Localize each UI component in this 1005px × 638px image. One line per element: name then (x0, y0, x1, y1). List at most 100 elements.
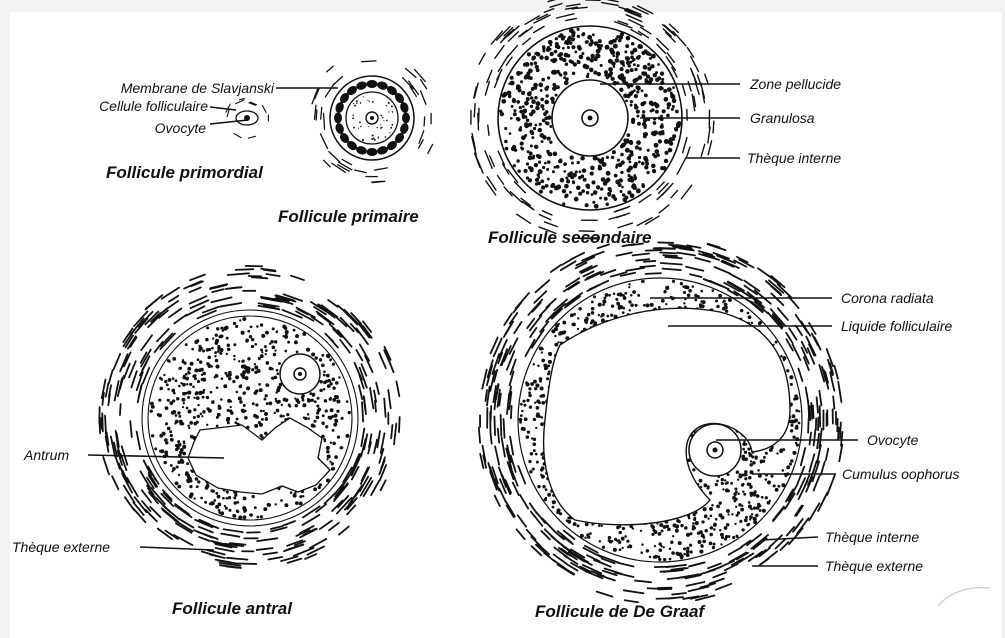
granulosa-dot (678, 541, 682, 545)
granulosa-dot (150, 402, 154, 406)
granulosa-dot (611, 540, 613, 542)
theca-dash (672, 593, 686, 595)
granulosa-dot (670, 540, 673, 543)
theca-dash (190, 275, 205, 281)
theca-dash (498, 176, 504, 185)
granulosa-dot (197, 380, 200, 383)
granulosa-dot (182, 359, 184, 361)
granulosa-dot (325, 425, 328, 428)
granulosa-dot (558, 332, 562, 336)
label-antrum: Antrum (23, 447, 69, 463)
theca-dash (485, 390, 487, 401)
granulosa-dot (211, 347, 214, 350)
granulosa-dot (618, 531, 621, 534)
label-liquide-folliculaire: Liquide folliculaire (841, 318, 953, 334)
granulosa-dot (195, 392, 199, 396)
granulosa-dot (530, 105, 533, 108)
granulosa-dot (563, 162, 567, 166)
cytoplasm-dot (377, 127, 378, 128)
granulosa-dot (649, 77, 654, 82)
granulosa-dot (742, 490, 744, 492)
granulosa-dot (545, 184, 549, 188)
granulosa-dot (699, 530, 703, 534)
granulosa-dot (798, 410, 800, 412)
cumulus-dot (699, 479, 703, 483)
granulosa-dot (773, 484, 776, 487)
secondary-nucleolus (588, 116, 593, 121)
granulosa-dot (596, 54, 601, 59)
granulosa-dot (199, 346, 203, 350)
granulosa-dot (261, 418, 264, 421)
granulosa-dot (632, 58, 635, 61)
granulosa-dot (552, 500, 556, 504)
theca-dash (636, 259, 649, 260)
granulosa-dot (331, 462, 334, 465)
theca-dash (403, 78, 414, 89)
label-theque-interne-graaf: Thèque interne (825, 529, 919, 545)
granulosa-dot (277, 386, 281, 390)
theca-dash (399, 417, 400, 432)
graafian-follicle (479, 242, 843, 602)
granulosa-dot (278, 362, 281, 365)
granulosa-dot (651, 108, 655, 112)
granulosa-dot (296, 351, 299, 354)
theca-dash (294, 548, 314, 556)
granulosa-dot (545, 94, 548, 97)
granulosa-dot (660, 71, 664, 75)
granulosa-dot (616, 164, 619, 167)
granulosa-dot (214, 355, 216, 357)
granulosa-dot (683, 553, 686, 556)
granulosa-dot (513, 112, 517, 116)
granulosa-dot (166, 383, 169, 386)
granulosa-dot (530, 382, 534, 386)
theca-dash (495, 46, 504, 59)
granulosa-dot (529, 130, 533, 134)
granulosa-dot (602, 300, 606, 304)
theca-dash (664, 570, 683, 572)
granulosa-dot (675, 128, 678, 131)
theca-dash (517, 214, 531, 223)
granulosa-dot (593, 71, 596, 74)
granulosa-dot (536, 68, 540, 72)
theca-dash (701, 144, 704, 156)
granulosa-dot (756, 506, 760, 510)
granulosa-dot (200, 497, 203, 500)
theca-dash (498, 429, 499, 443)
theca-dash (729, 274, 741, 281)
granulosa-dot (587, 535, 590, 538)
granulosa-dot (583, 64, 588, 69)
granulosa-dot (636, 188, 641, 193)
granulosa-dot (616, 35, 619, 38)
granulosa-dot (694, 294, 697, 297)
theca-dash (668, 597, 683, 598)
granulosa-dot (605, 202, 608, 205)
cytoplasm-dot (382, 117, 384, 119)
granulosa-dot (581, 189, 585, 193)
granulosa-dot (254, 366, 258, 370)
label-cumulus-oophorus: Cumulus oophorus (842, 466, 960, 482)
granulosa-dot (547, 115, 551, 119)
cytoplasm-dot (359, 121, 361, 123)
granulosa-dot (197, 358, 200, 361)
cumulus-dot (741, 455, 745, 459)
granulosa-dot (675, 552, 679, 556)
theca-dash (488, 125, 489, 135)
granulosa-dot (536, 406, 540, 410)
theca-dash (535, 280, 549, 292)
granulosa-dot (662, 166, 666, 170)
secondary-follicle (471, 0, 714, 239)
theca-dash (566, 4, 580, 6)
granulosa-dot (616, 51, 621, 56)
granulosa-dot (792, 451, 796, 455)
granulosa-dot (175, 448, 178, 451)
granulosa-dot (516, 117, 520, 121)
granulosa-dot (323, 381, 327, 385)
granulosa-dot (317, 397, 320, 400)
granulosa-dot (274, 349, 276, 351)
granulosa-dot (337, 436, 340, 439)
granulosa-dot (628, 300, 631, 303)
granulosa-dot (549, 190, 552, 193)
granulosa-dot (543, 364, 547, 368)
granulosa-dot (689, 532, 692, 535)
granulosa-dot (521, 113, 524, 116)
